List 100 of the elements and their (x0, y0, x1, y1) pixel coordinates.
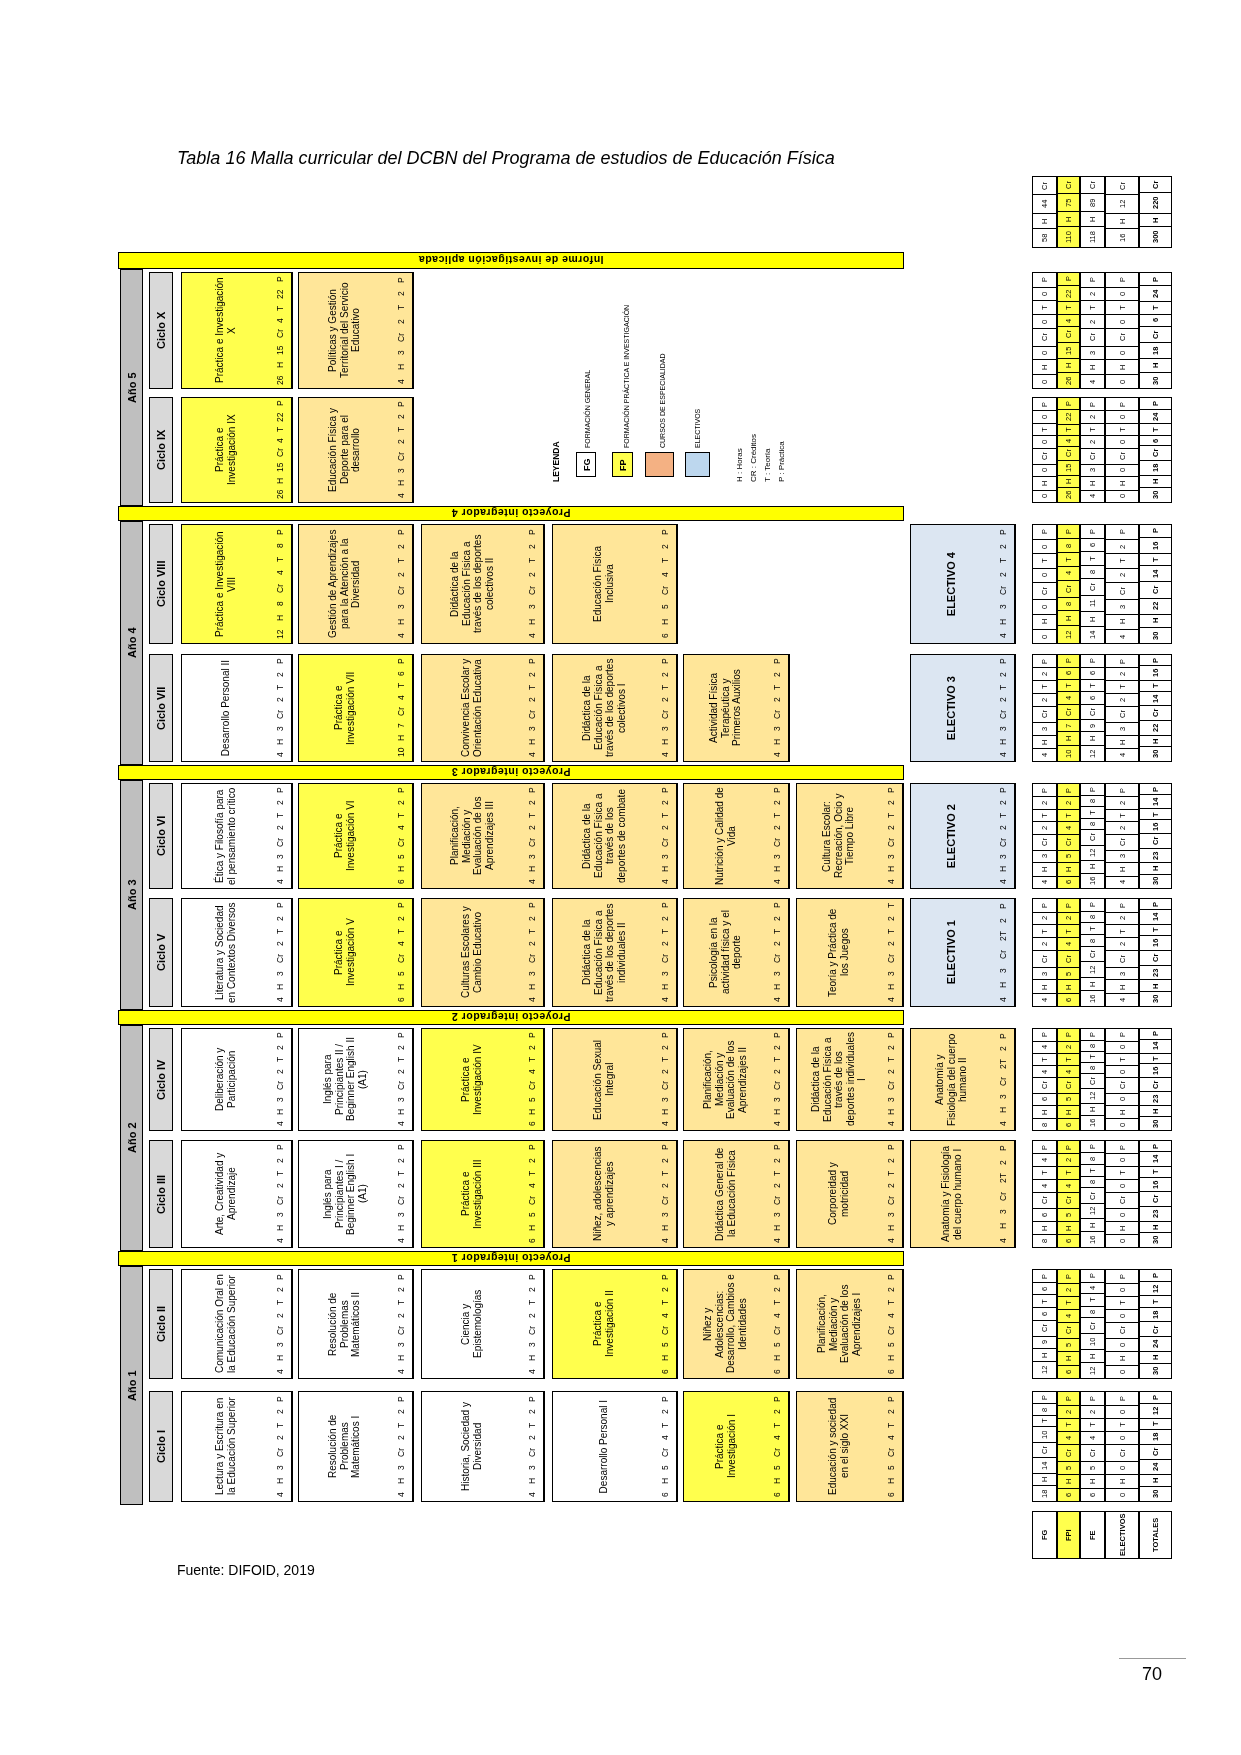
credit-hours: 6 H 5 Cr 4 T 2 P (521, 1029, 544, 1130)
project-band: Proyecto integrador 3 (118, 765, 904, 780)
credit-hours: 6 H 5 Cr 4 T 2 P (390, 784, 413, 888)
course-name: Práctica e Investigación V (333, 917, 356, 989)
course-box (683, 1269, 790, 1379)
cycle-header: Ciclo III (149, 1140, 173, 1248)
course-box (910, 654, 1016, 762)
course-box (796, 783, 904, 889)
course-box (298, 654, 414, 762)
course-name: Práctica e Investigación II (592, 1289, 615, 1360)
course-box (181, 898, 293, 1007)
credit-hours: 4 H 3 Cr 2 T 2 P (654, 784, 677, 888)
credit-hours: 4 H 3 Cr 2 T 2 P (880, 1141, 903, 1247)
course-box (910, 524, 1016, 644)
credit-hours: 4 H 3 Cr 2 T 2 P (269, 1141, 292, 1247)
year-header: Año 3 (120, 780, 143, 1010)
credit-hours: 6 H 5 Cr 4 T 2 P (654, 1392, 677, 1501)
course-box (552, 1140, 678, 1248)
course-box (298, 783, 414, 889)
credit-hours: 4 H 3 Cr 2 T 2 P (992, 784, 1015, 888)
credit-hours: 4 H 3 Cr 2T 2 P (992, 1141, 1015, 1247)
credit-hours: 4 H 3 Cr 2 T 2 P (269, 1029, 292, 1130)
credit-hours: 4 H 3 Cr 2T 2 P (992, 899, 1015, 1006)
credit-hours: 4 H 3 Cr 2 T 2 P (992, 525, 1015, 643)
course-box (421, 1269, 545, 1379)
course-box (298, 898, 414, 1007)
credit-hours: 4 H 3 Cr 2T 2 P (992, 1029, 1015, 1130)
project-band: Proyecto integrador 1 (118, 1251, 904, 1266)
credit-hours: 4 H 3 Cr 2 T 2 P (390, 1392, 413, 1501)
credit-hours: 4 H 3 Cr 2 T 2 P (269, 899, 292, 1006)
course-box (683, 783, 790, 889)
course-name: Historia, Sociedad y Diversidad (460, 1401, 483, 1493)
credit-hours: 6 H 5 Cr 4 T 2 P (521, 1141, 544, 1247)
course-name: Psicología en la actividad física y el deporte (707, 909, 743, 997)
swatch-code: FG (580, 457, 593, 474)
abbreviation: P : Práctica (777, 440, 786, 482)
table-title: Tabla 16 Malla curricular del DCBN del Programa de estudios de Educación Física (177, 148, 835, 169)
cycle-header: Ciclo VI (149, 783, 173, 889)
credit-hours: 4 H 3 Cr 2 T 2 P (521, 1270, 544, 1378)
course-name: ELECTIVO 3 (945, 675, 958, 741)
course-box (298, 1028, 414, 1131)
course-box (421, 1391, 545, 1502)
course-box (683, 1140, 790, 1248)
project-band: Proyecto integrador 4 (118, 506, 904, 521)
course-name: ELECTIVO 2 (945, 803, 958, 869)
course-name: Desarrollo Personal I (597, 1399, 610, 1494)
credit-hours: 4 H 3 Cr 2 T 2 P (521, 525, 544, 643)
course-name: Anatomía y Fisiología del cuerpo humano I (940, 1144, 963, 1244)
course-name: Didáctica de la Educación Física a través de los deportes de combate (580, 788, 627, 885)
course-box (181, 783, 293, 889)
credit-hours: 4 H 3 Cr 2 T 2 P (390, 1029, 413, 1130)
course-name: Actividad Física Terapéutica y Primeros Auxilios (707, 668, 743, 749)
credit-hours: 4 H 3 Cr 2 T 2 P (521, 899, 544, 1006)
course-name: Didáctica de la Educación Física a través de los deportes colectivos II (448, 533, 495, 636)
course-box (421, 783, 545, 889)
course-box (298, 1140, 414, 1248)
cycle-header: Ciclo X (149, 272, 173, 389)
course-box (683, 1391, 790, 1502)
course-name: Didáctica General de la Educación Física (713, 1146, 737, 1243)
credit-hours: 4 H 3 Cr 2 T 2 P (390, 1270, 413, 1378)
course-box (298, 397, 414, 503)
course-box (552, 783, 678, 889)
year-header: Año 5 (120, 269, 143, 506)
course-name: Educación Física Inclusiva (592, 544, 615, 625)
credit-hours: 6 H 5 Cr 4 T 2 P (766, 1392, 789, 1501)
course-box (181, 654, 293, 762)
course-name: ELECTIVO 4 (945, 551, 958, 617)
credit-hours: 6 H 5 Cr 4 T 2 P (880, 1270, 903, 1378)
course-name: Comunicación Oral en la Educación Superior (214, 1273, 237, 1375)
year-header: Año 2 (120, 1025, 143, 1251)
course-box (552, 1028, 678, 1131)
course-box (796, 1140, 904, 1248)
credit-hours: 6 H 5 Cr 4 T 2 P (766, 1270, 789, 1378)
course-name: Planificación, Mediación y Evaluación de los Aprendizajes I (815, 1283, 862, 1366)
course-box (181, 1269, 293, 1379)
cycle-header: Ciclo VII (149, 654, 173, 762)
abbreviation: CR : Créditos (749, 433, 758, 482)
course-box (796, 1391, 904, 1502)
course-box (181, 272, 293, 389)
credit-hours: 4 H 3 Cr 2 T 2 P (269, 784, 292, 888)
credit-hours: 4 H 3 Cr 2 T 2 P (269, 1392, 292, 1501)
course-box (796, 898, 904, 1007)
abbreviation: T : Teoría (763, 447, 772, 482)
credit-hours: 4 H 3 Cr 2 T 2 P (269, 655, 292, 761)
credit-hours: 6 H 5 Cr 4 T 2 P (880, 1392, 903, 1501)
course-name: Planificación, Mediación y Evaluación de los Aprendizajes II (702, 1039, 748, 1121)
course-box (683, 1028, 790, 1131)
credit-hours: 4 H 3 Cr 2 T 2 T (880, 899, 903, 1006)
cycle-header: Ciclo V (149, 898, 173, 1007)
course-name: Práctica e Investigación I (713, 1413, 737, 1481)
course-box (910, 1140, 1016, 1248)
course-name: Práctica e Investigación VIII (214, 530, 237, 639)
course-box (552, 1391, 678, 1502)
course-name: Resolución de Problemas Matemáticos I (327, 1413, 362, 1481)
course-name: Didáctica de la Educación Física a través de los deportes individuales I (809, 1032, 868, 1127)
course-box (298, 1391, 414, 1502)
cycle-header: Ciclo I (149, 1391, 173, 1502)
course-name: Planificación, Mediación y Evaluación de los Aprendizajes III (448, 795, 495, 878)
credit-hours: 4 H 3 Cr 2 T 2 P (766, 1141, 789, 1247)
year-header: Año 4 (120, 521, 143, 765)
